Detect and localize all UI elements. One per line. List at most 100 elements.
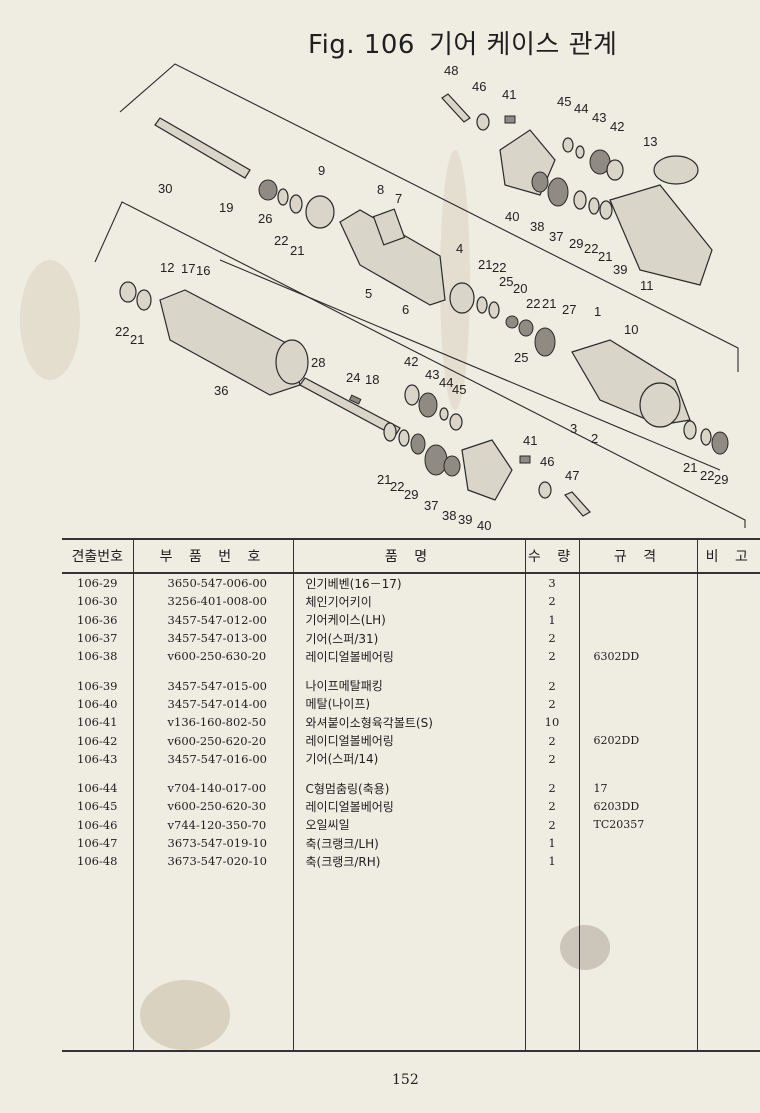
callout-37b: 37 (424, 498, 438, 513)
cell-ref-no: 106-40 (77, 696, 118, 711)
callout-7: 7 (395, 191, 402, 206)
cell-remarks (696, 647, 760, 666)
cell-quantity: 1 (524, 610, 579, 629)
bearing-20 (518, 319, 534, 337)
cell-quantity: 2 (524, 592, 579, 611)
cell-ref-no: 106-45 (77, 799, 118, 814)
callout-21e: 21 (130, 332, 144, 347)
cell-ref-no: 106-46 (77, 817, 118, 832)
cell-spec (578, 573, 697, 593)
gear-case-lh-36 (159, 289, 301, 396)
cell-quantity: 2 (524, 749, 579, 768)
callout-26: 26 (258, 211, 272, 226)
callout-20: 20 (513, 281, 527, 296)
bearing-42-lower (404, 384, 420, 406)
cell-part-no: v600-250-630-20 (132, 647, 293, 666)
cell-quantity: 2 (524, 676, 579, 695)
callout-48: 48 (444, 63, 458, 78)
gear-43-lower (418, 392, 438, 418)
cell-ref-no: 106-36 (77, 612, 118, 627)
cell-quantity (524, 870, 579, 1053)
cell-spec (578, 852, 697, 871)
callout-41: 41 (502, 87, 516, 102)
callout-2: 2 (591, 431, 598, 446)
header-part-no: 부 품 번 호 (132, 538, 293, 574)
figure-label: Fig. 106 (308, 30, 415, 60)
cell-quantity: 2 (524, 778, 579, 798)
callout-11: 11 (640, 278, 654, 293)
callout-13: 13 (643, 134, 657, 149)
cell-ref-no: 106-38 (77, 649, 118, 664)
cell-part-name: 와셔붙이소형육각볼트(S) (292, 713, 525, 732)
cell-remarks (696, 815, 760, 834)
cell-quantity: 2 (524, 731, 579, 750)
header-ref-no: 견출번호 (62, 538, 133, 574)
cell-ref-no: 106-43 (77, 751, 118, 766)
callout-27: 27 (562, 302, 576, 317)
cell-part-name: 축(크랭크/RH) (292, 852, 525, 871)
callout-44b: 44 (439, 375, 453, 390)
lower-frame (94, 201, 746, 528)
ring-45-lower (449, 413, 463, 431)
cell-spec (578, 592, 697, 611)
callout-22d: 22 (526, 296, 540, 311)
cell-part-name: 체인기어키이 (292, 592, 525, 611)
cell-part-name: 레이디얼볼베어링 (292, 731, 525, 750)
callout-21g: 21 (377, 472, 391, 487)
ring-21 (289, 194, 303, 214)
cell-remarks (696, 665, 760, 677)
gear-37-lower (424, 444, 448, 476)
cell-part-name: C형멈춤링(축용) (292, 778, 525, 798)
callout-22b: 22 (584, 241, 598, 256)
cell-part-name (292, 767, 525, 779)
cell-part-no: 3457-547-015-00 (132, 676, 293, 695)
ring-44-lower (439, 407, 449, 421)
callout-29c: 29 (404, 487, 418, 502)
cell-spec (578, 833, 697, 853)
cell-quantity: 2 (524, 815, 579, 834)
cell-remarks (696, 778, 760, 798)
cell-spec: 6203DD (578, 797, 697, 816)
callout-47: 47 (565, 468, 579, 483)
seal-46-upper (476, 113, 490, 131)
cell-part-no: 3457-547-013-00 (132, 628, 293, 648)
cell-ref-no (62, 768, 133, 779)
housing-flange (639, 382, 681, 428)
cell-part-no: 3457-547-016-00 (132, 749, 293, 768)
callout-21d: 21 (542, 296, 556, 311)
bearing-42-upper (606, 159, 624, 181)
ring-21-mid (476, 296, 488, 314)
cell-part-no (132, 767, 293, 779)
cell-spec: 17 (578, 778, 697, 798)
header-quantity: 수 량 (524, 538, 579, 574)
cell-part-name: 인기베벤(16－17) (292, 573, 525, 593)
callout-16: 16 (196, 263, 210, 278)
cell-remarks (696, 797, 760, 816)
table-row (62, 870, 760, 1053)
callout-1: 1 (594, 304, 601, 319)
callout-45b: 45 (452, 382, 466, 397)
cell-spec: 6202DD (578, 731, 697, 750)
cell-ref-no: 106-41 (77, 715, 118, 730)
gasket-9 (305, 195, 335, 229)
cell-part-no: v136-160-802-50 (132, 713, 293, 732)
cell-remarks (696, 767, 760, 779)
callout-9: 9 (318, 163, 325, 178)
ring-22-right (700, 428, 712, 446)
ring-21-upper (599, 200, 613, 220)
cell-quantity: 2 (524, 628, 579, 648)
callout-29: 29 (569, 236, 583, 251)
ring-21-lower (383, 422, 397, 442)
cell-spec (578, 749, 697, 768)
cell-ref-no: 106-42 (77, 733, 118, 748)
ring-22 (277, 188, 289, 206)
cell-ref-no: 106-39 (77, 678, 118, 693)
